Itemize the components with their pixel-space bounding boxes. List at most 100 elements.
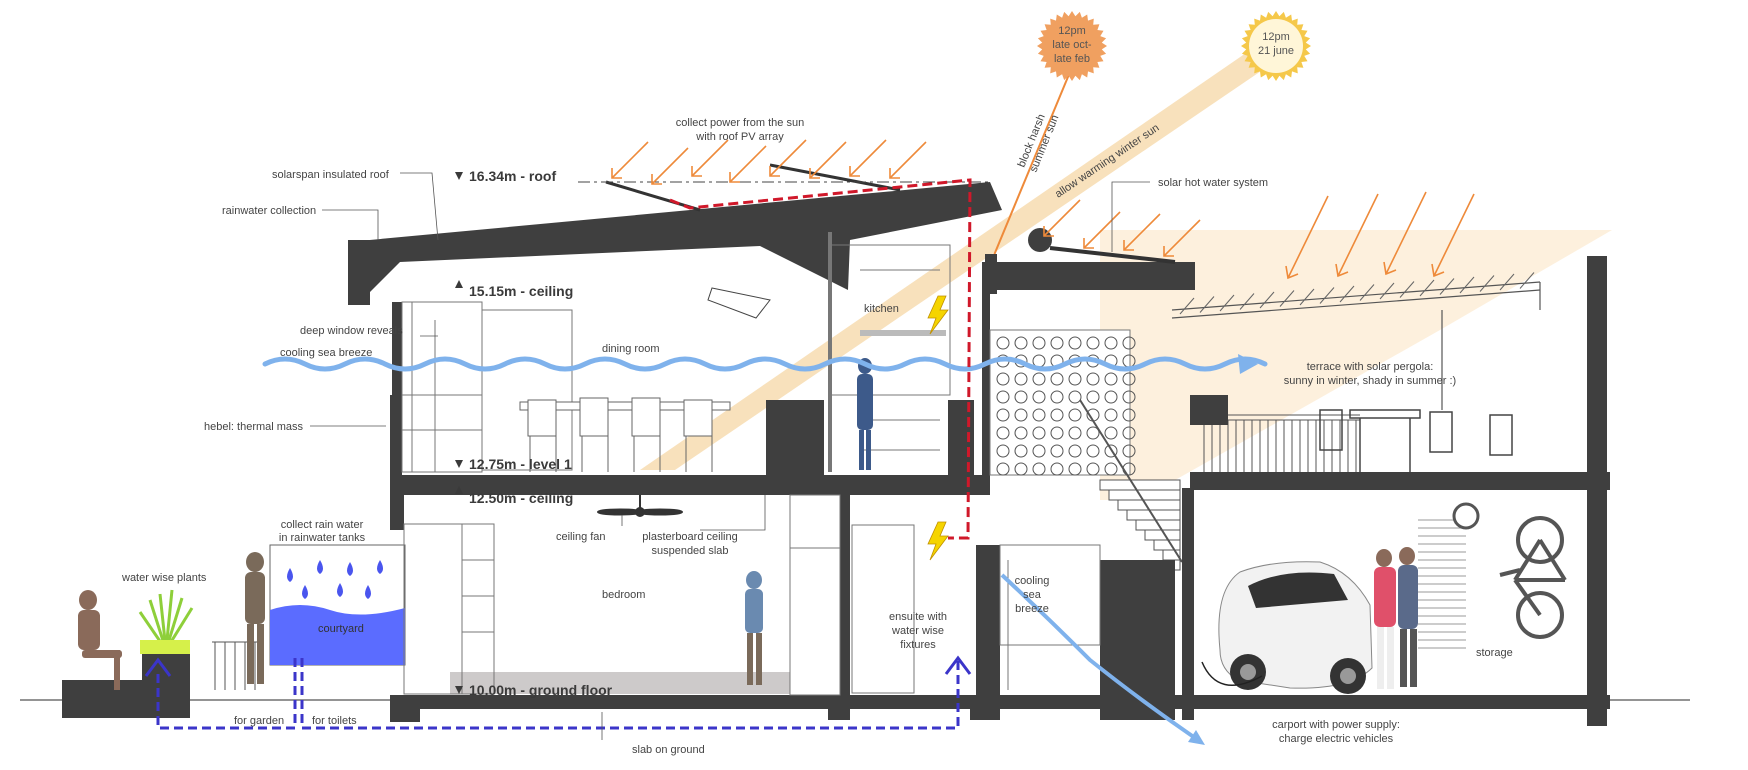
- ensuite-line-3: fixtures: [900, 639, 936, 651]
- louvre: [1379, 282, 1395, 300]
- sun-ray-11: [1163, 219, 1201, 257]
- solar-pergola: [1171, 281, 1541, 410]
- breeze-block-screen: [989, 329, 1136, 476]
- cooling-sea-breeze-vertical-label: cooling sea breeze: [1015, 575, 1050, 615]
- louvre: [1459, 276, 1475, 294]
- slab-footing-3: [970, 700, 1000, 720]
- sun-ray-head-8: [1043, 226, 1054, 237]
- sun-ray-head-0: [611, 168, 622, 179]
- plant-pot: [140, 640, 190, 654]
- lattice-cell: [1086, 462, 1100, 476]
- roller-drum: [1452, 502, 1480, 530]
- collect-power-label: collect power from the sun with roof PV …: [676, 117, 804, 143]
- level-ceiling-lower: 12.50m - ceiling: [469, 490, 573, 506]
- level-level1: 12.75m - level 1: [469, 456, 572, 472]
- sun-winter-line-3: late feb: [1054, 53, 1090, 65]
- sun-ray-7: [889, 141, 927, 179]
- kitchen-bench: [766, 400, 824, 478]
- east-roof: [985, 262, 1195, 290]
- sun-ray-head-10: [1123, 240, 1134, 251]
- lattice-cell: [1050, 462, 1064, 476]
- sun-ray-0: [611, 141, 649, 179]
- lattice-cell: [1104, 444, 1118, 458]
- sun-ray-5: [809, 141, 847, 179]
- terrace-upstand: [1190, 395, 1228, 425]
- lattice-cell: [996, 372, 1010, 386]
- ground-joinery: [403, 494, 1101, 696]
- summer-sun-band: [640, 42, 1286, 470]
- louvre: [1279, 290, 1295, 307]
- upper-mid-wall: [982, 262, 990, 480]
- slab-label: slab on ground: [632, 744, 705, 756]
- carport-label: carport with power supply: charge electr…: [1272, 719, 1400, 745]
- sun-summer-line-1: 12pm: [1262, 31, 1290, 43]
- louvre: [1319, 287, 1335, 304]
- lattice-cell: [1104, 390, 1118, 404]
- allow-winter-sun-label: allow warming winter sun: [1053, 122, 1162, 201]
- sun-ray-2: [691, 139, 729, 177]
- lattice-cell: [1050, 390, 1064, 404]
- lattice-cell: [1014, 462, 1028, 476]
- sun-winter-text: 12pm late oct- late feb: [1052, 25, 1091, 65]
- lattice-cell: [1014, 444, 1028, 458]
- ceiling-fan-label: ceiling fan: [556, 531, 606, 543]
- louvre: [1399, 281, 1415, 298]
- terrace-label: terrace with solar pergola: sunny in win…: [1284, 361, 1456, 387]
- lattice-cell: [1122, 426, 1136, 440]
- lattice-cell: [1050, 444, 1064, 458]
- breeze-wave-upper: [262, 356, 1268, 372]
- stair-step: [1099, 479, 1181, 491]
- lattice-cell: [996, 336, 1010, 350]
- lattice-cell: [1122, 444, 1136, 458]
- kitchen-wall-left: [828, 232, 832, 472]
- lattice-cell: [1086, 336, 1100, 350]
- level-roof: 16.34m - roof: [469, 168, 556, 184]
- bicycle: [1499, 516, 1567, 639]
- lattice-cell: [1122, 390, 1136, 404]
- lattice-cell: [1014, 336, 1028, 350]
- carport-line-1: carport with power supply:: [1272, 719, 1400, 731]
- cooling-line-3: breeze: [1015, 603, 1049, 615]
- leader-lines: [310, 172, 1150, 740]
- water-wise-plants-label: water wise plants: [121, 572, 207, 584]
- lattice-cell: [1032, 426, 1046, 440]
- lattice-cell: [1068, 462, 1082, 476]
- terrace-furniture: [1319, 409, 1513, 472]
- solarspan-label: solarspan insulated roof: [272, 169, 390, 181]
- sun-disc: [1045, 19, 1099, 73]
- person-kitchen: [857, 358, 873, 470]
- lattice-cell: [1122, 336, 1136, 350]
- pergola-louvres: [1179, 272, 1535, 315]
- louvre: [1439, 278, 1455, 295]
- level1-slab-east: [1190, 472, 1610, 490]
- bedroom-floor-finish: [450, 672, 790, 694]
- plasterboard-label: plasterboard ceiling suspended slab: [642, 531, 737, 557]
- collect-rain-label: collect rain water in rainwater tanks: [279, 519, 366, 544]
- power-conduit: [669, 178, 972, 540]
- pergola-ray-head-2: [1383, 261, 1397, 276]
- sun-ray-10: [1123, 213, 1161, 251]
- lattice-cell: [1050, 426, 1064, 440]
- pergola-ray-3: [1433, 193, 1475, 277]
- pendant-lamp: [707, 287, 771, 319]
- cooling-line-2: sea: [1023, 589, 1042, 601]
- slab-footing-2: [828, 700, 850, 720]
- sun-ray-head-6: [849, 166, 860, 177]
- lattice-cell: [1122, 372, 1136, 386]
- lattice-cell: [1032, 408, 1046, 422]
- level-ground: 10.00m - ground floor: [469, 682, 613, 698]
- sun-ray-6: [849, 139, 887, 177]
- sun-summer-line-2: 21 june: [1258, 45, 1294, 57]
- lattice-cell: [1104, 462, 1118, 476]
- kitchen-label: kitchen: [864, 303, 899, 315]
- hebel-label: hebel: thermal mass: [204, 421, 304, 433]
- charging-cable: [1201, 661, 1263, 687]
- louvre: [1519, 272, 1535, 289]
- ensuite-line-1: ensuite with: [889, 611, 947, 623]
- for-garden-label: for garden: [234, 715, 284, 727]
- hot-water-panel: [1049, 246, 1176, 264]
- lattice-cell: [1086, 444, 1100, 458]
- collect-power-line-1: collect power from the sun: [676, 117, 804, 129]
- electric-car: [1218, 561, 1373, 694]
- person-bedroom: [745, 571, 763, 685]
